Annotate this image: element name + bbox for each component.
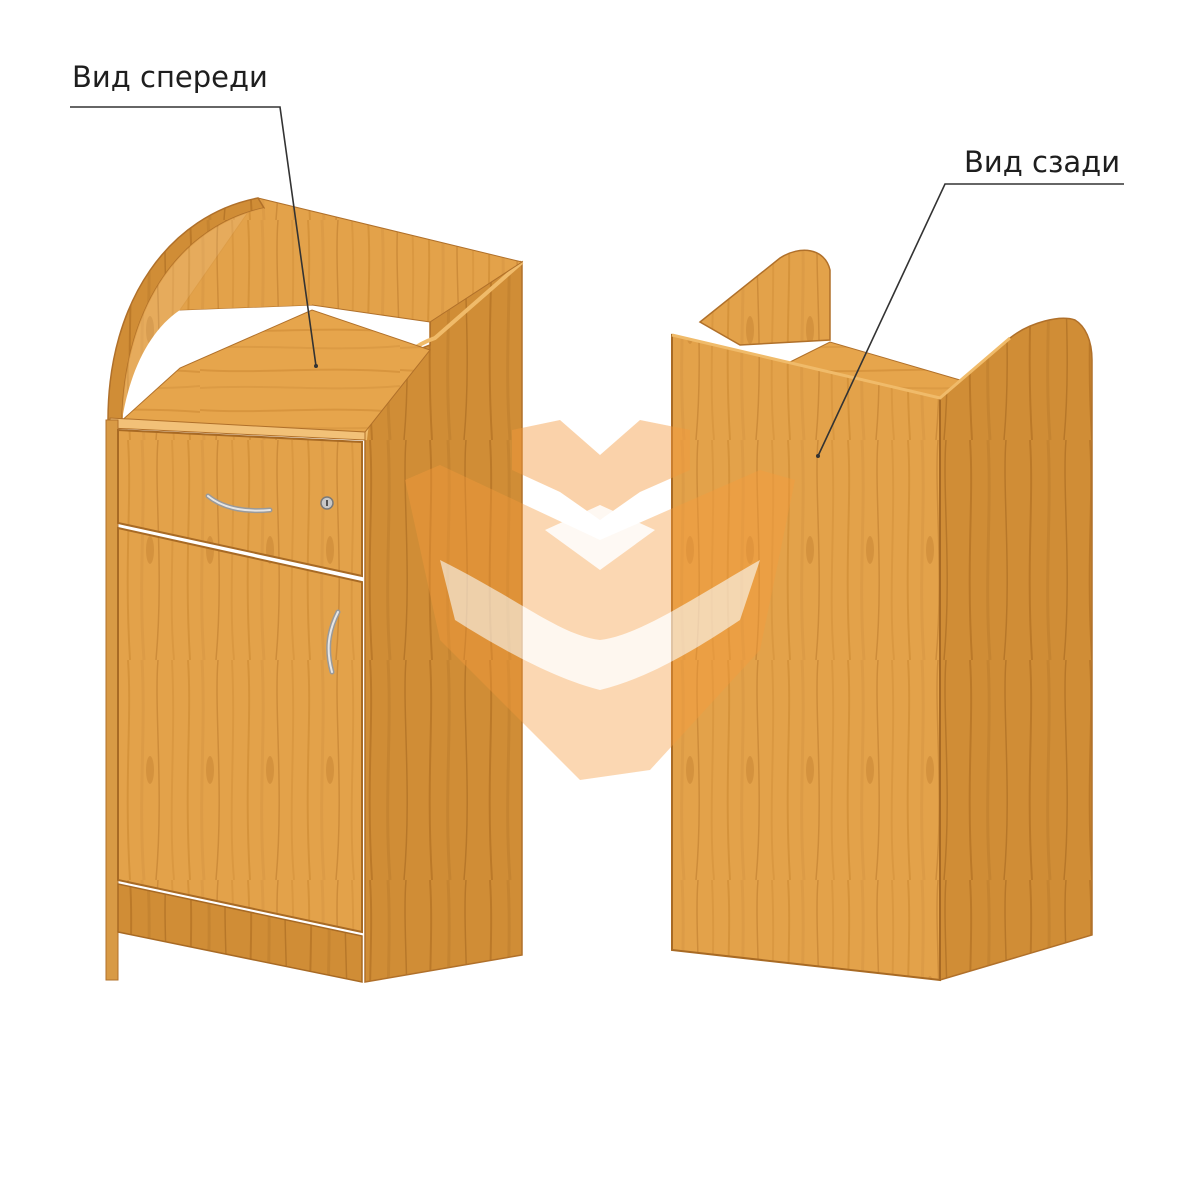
front-cabinet-door [117,526,363,934]
callout-label-front: Вид спереди [72,60,268,94]
front-cabinet-drawer [117,428,363,578]
watermark-logo-icon [405,420,795,780]
callout-label-back: Вид сзади [964,145,1121,179]
front-cabinet-plinth [117,883,363,983]
back-cabinet-top-wing [698,249,831,346]
callout-line-back [817,183,1124,457]
callout-line-front [70,106,317,367]
back-cabinet [671,249,1093,982]
front-cabinet [105,197,524,983]
back-cabinet-side-panel [939,317,1093,982]
callout-lines [70,106,1124,458]
